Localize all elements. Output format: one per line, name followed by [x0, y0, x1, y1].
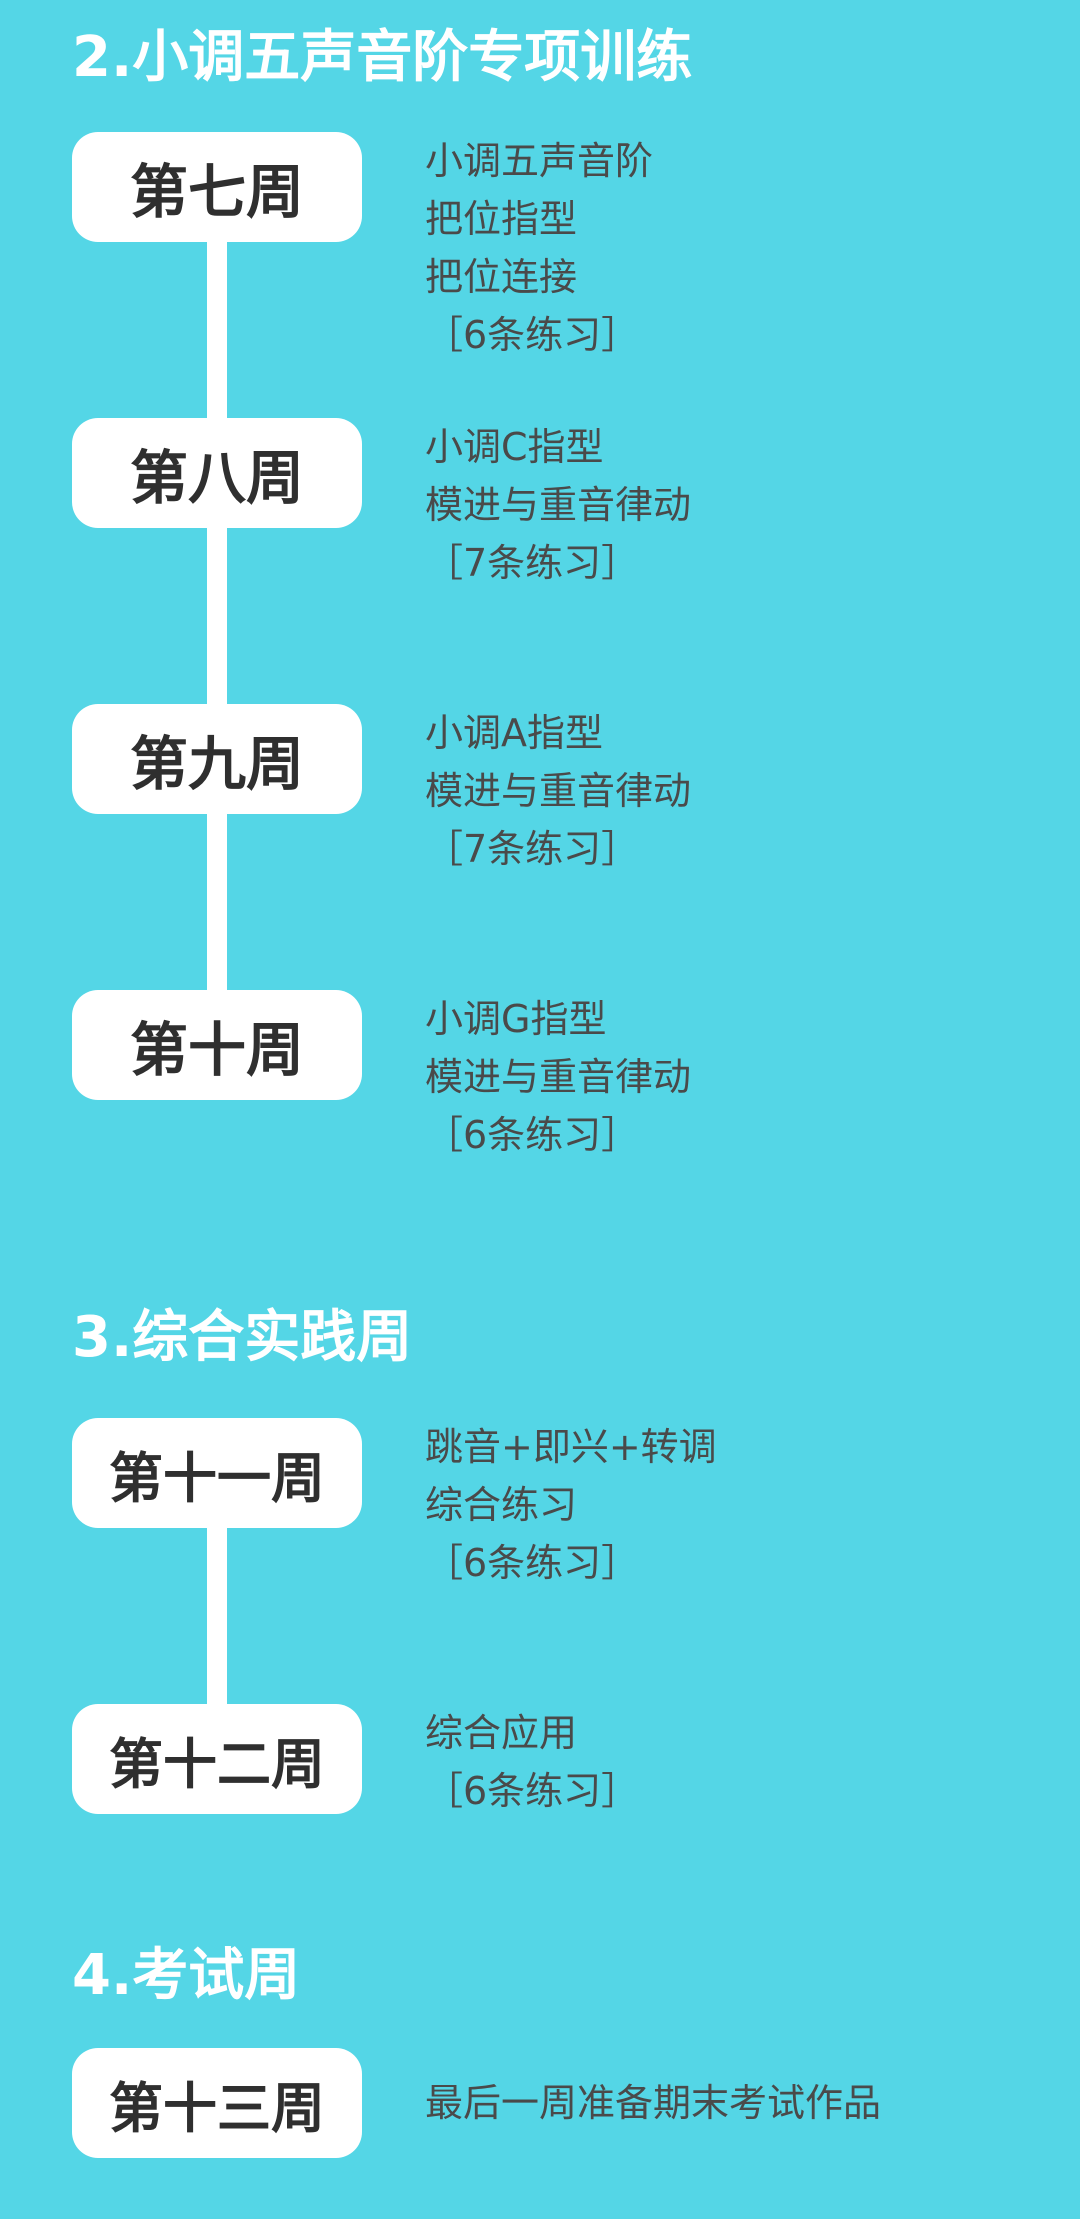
- week-12-exercise-count: ［6条练习］: [425, 1769, 640, 1813]
- week-13-line-1: 最后一周准备期末考试作品: [425, 2081, 882, 2125]
- week-11-line-1: 跳音+即兴+转调: [425, 1425, 717, 1469]
- week-7-exercise-count: ［6条练习］: [425, 313, 640, 357]
- section-title-practice: 3.综合实践周: [72, 1305, 413, 1370]
- section-title-pentatonic: 2.小调五声音阶专项训练: [72, 25, 693, 90]
- week-11-description: 跳音+即兴+转调 综合练习 ［6条练习］: [425, 1418, 717, 1592]
- week-10-description: 小调G指型 模进与重音律动 ［6条练习］: [425, 990, 691, 1164]
- week-12-line-1: 综合应用: [425, 1711, 578, 1755]
- timeline-connector: [207, 1510, 227, 1710]
- timeline-connector: [207, 230, 227, 1000]
- week-8-exercise-count: ［7条练习］: [425, 541, 640, 585]
- week-8-description: 小调C指型 模进与重音律动 ［7条练习］: [425, 418, 691, 592]
- section-title-exam: 4.考试周: [72, 1943, 301, 2008]
- week-8-line-1: 小调C指型: [425, 425, 604, 469]
- week-9-line-2: 模进与重音律动: [425, 769, 692, 813]
- week-badge-12: 第十二周: [72, 1704, 362, 1814]
- week-10-exercise-count: ［6条练习］: [425, 1113, 640, 1157]
- week-8-line-2: 模进与重音律动: [425, 483, 692, 527]
- week-badge-10: 第十周: [72, 990, 362, 1100]
- week-9-description: 小调A指型 模进与重音律动 ［7条练习］: [425, 704, 691, 878]
- week-11-line-2: 综合练习: [425, 1483, 578, 1527]
- week-10-line-2: 模进与重音律动: [425, 1055, 692, 1099]
- week-7-line-2: 把位指型: [425, 197, 578, 241]
- week-badge-9: 第九周: [72, 704, 362, 814]
- week-9-exercise-count: ［7条练习］: [425, 827, 640, 871]
- week-10-line-1: 小调G指型: [425, 997, 607, 1041]
- week-badge-7: 第七周: [72, 132, 362, 242]
- week-badge-11: 第十一周: [72, 1418, 362, 1528]
- week-badge-13: 第十三周: [72, 2048, 362, 2158]
- week-9-line-1: 小调A指型: [425, 711, 603, 755]
- week-11-exercise-count: ［6条练习］: [425, 1541, 640, 1585]
- week-7-description: 小调五声音阶 把位指型 把位连接 ［6条练习］: [425, 132, 653, 364]
- week-7-line-3: 把位连接: [425, 255, 578, 299]
- week-13-description: 最后一周准备期末考试作品: [425, 2074, 881, 2132]
- week-badge-8: 第八周: [72, 418, 362, 528]
- week-7-line-1: 小调五声音阶: [425, 139, 654, 183]
- week-12-description: 综合应用 ［6条练习］: [425, 1704, 639, 1820]
